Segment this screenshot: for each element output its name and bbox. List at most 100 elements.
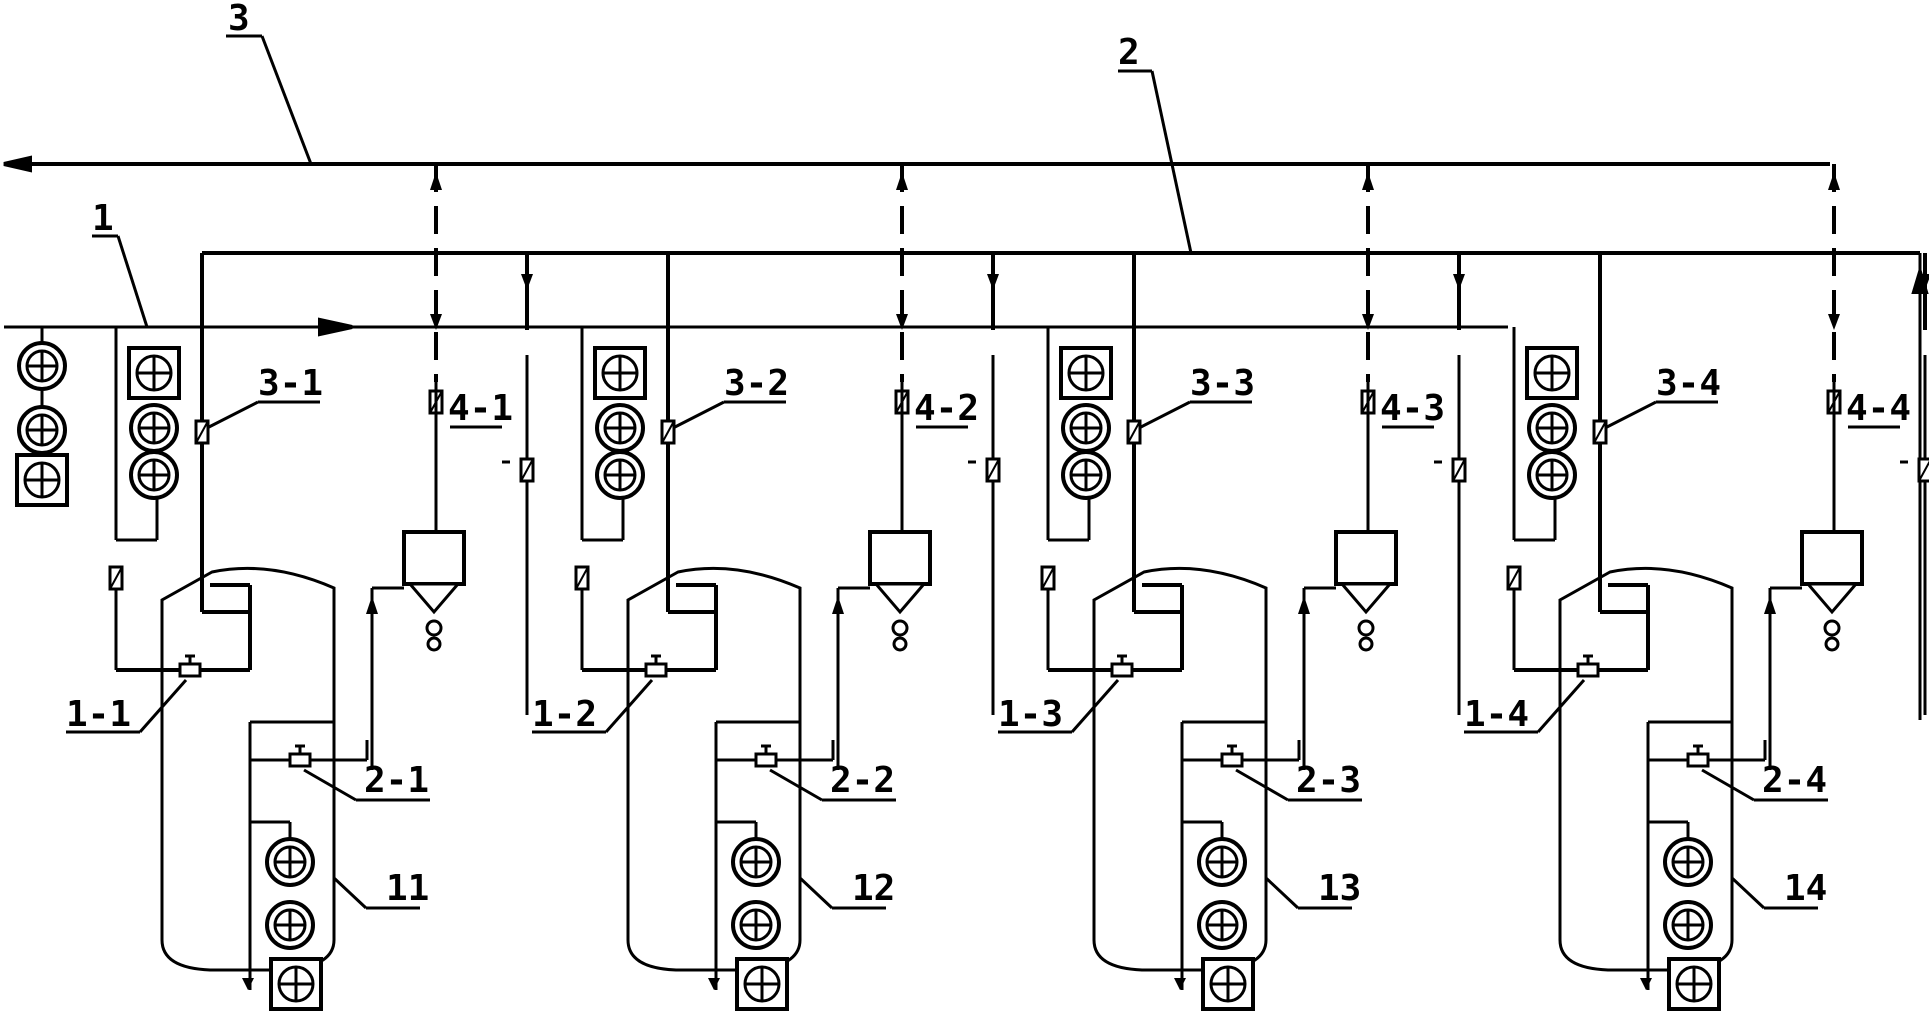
check-valve-icon [1451,457,1467,483]
hopper-icon [1800,530,1864,586]
header-2-label: 2 [1118,32,1140,73]
valve-2-leader [1701,768,1755,802]
instrument-circle-icon [129,450,179,500]
flow-arrow-icon [242,978,254,990]
vessel-leader [332,876,368,910]
instrument-circle-icon [265,837,315,887]
header-2-leader-diag [1150,70,1193,254]
hopper-cone [872,582,928,615]
hopper-outlet [1358,636,1374,652]
valve-2-label: 2-1 [364,760,429,801]
instrument-circle-icon [1663,837,1713,887]
instrument-square-icon [1525,346,1579,400]
valve-3-icon [660,419,676,445]
valve-3-icon [1592,419,1608,445]
instrument-square-icon [593,346,647,400]
check-valve-icon [1917,457,1929,483]
valve-1-label: 1-1 [66,694,131,735]
valve-3-leader [1138,400,1191,430]
instrument-circle-icon [595,450,645,500]
check-valve-icon [519,457,535,483]
hopper-cone [1804,582,1860,615]
valve-2-icon [754,744,778,768]
vessel-label: 11 [386,868,429,909]
valve-2-leader [769,768,823,802]
vessel-body [1092,566,1268,972]
check-valve-icon [108,565,124,591]
valve-1-icon [1576,654,1600,678]
flow-arrow-icon [987,274,999,290]
valve-2-icon [1220,744,1244,768]
instrument-square-icon [1059,346,1113,400]
valve-3-label: 3-2 [724,363,789,404]
flow-arrow-icon [896,172,908,190]
instrument-circle-icon [17,341,67,391]
flow-arrow-icon [1174,978,1186,990]
vessel-label: 13 [1318,868,1361,909]
hopper-outlet [426,636,442,652]
valve-3-leader [1604,400,1657,430]
vessel-leader [1730,876,1766,910]
valve-1-icon [1110,654,1134,678]
valve-2-label: 2-2 [830,760,895,801]
flow-arrow-icon [1298,596,1310,614]
instrument-square-icon [269,957,323,1011]
flow-arrow-icon [708,978,720,990]
valve-4-label: 4-3 [1380,388,1445,429]
valve-2-leader [1235,768,1289,802]
instrument-circle-icon [1527,403,1577,453]
flow-arrow-icon [1919,274,1929,290]
hopper-outlet [891,619,909,637]
instrument-circle-icon [1197,900,1247,950]
check-valve-icon [985,457,1001,483]
check-valve-icon [1040,565,1056,591]
hopper-cone [406,582,462,615]
valve-3-label: 3-3 [1190,363,1255,404]
valve-2-icon [1686,744,1710,768]
instrument-circle-icon [1663,900,1713,950]
vessel-label: 12 [852,868,895,909]
valve-2-label: 2-3 [1296,760,1361,801]
hopper-outlet [1357,619,1375,637]
valve-4-label: 4-4 [1846,388,1911,429]
hopper-outlet [1823,619,1841,637]
valve-3-leader [672,400,725,430]
flow-arrow-icon [521,274,533,290]
flow-arrow-icon [430,314,442,330]
hopper-icon [868,530,932,586]
valve-3-icon [194,419,210,445]
vessel-leader [1264,876,1300,910]
header-1-leader-diag [116,235,149,328]
flow-arrow-icon [1828,172,1840,190]
valve-4-label: 4-2 [914,388,979,429]
vessel-label: 14 [1784,868,1827,909]
instrument-circle-icon [1197,837,1247,887]
instrument-circle-icon [1527,450,1577,500]
instrument-circle-icon [129,403,179,453]
valve-1-label: 1-3 [998,694,1063,735]
instrument-square-icon [1667,957,1721,1011]
hopper-outlet [1824,636,1840,652]
instrument-circle-icon [17,405,67,455]
instrument-square-icon [127,346,181,400]
flow-arrow-icon [366,596,378,614]
valve-2-icon [288,744,312,768]
flow-arrow-icon [896,314,908,330]
flow-arrow-icon [318,317,353,337]
process-unit: 3-14-11-12-111 [66,164,535,1011]
instrument-circle-icon [1061,403,1111,453]
flow-arrow-icon [1453,274,1465,290]
instrument-circle-icon [265,900,315,950]
hopper-icon [402,530,466,586]
flow-arrow-icon [1764,596,1776,614]
valve-3-label: 3-4 [1656,363,1721,404]
valve-2-leader [303,768,357,802]
valve-3-label: 3-1 [258,363,323,404]
flow-arrow-icon [3,155,32,173]
vessel-body [160,566,336,972]
valve-3-icon [1126,419,1142,445]
hopper-cone [1338,582,1394,615]
header-3-leader-diag [260,35,313,165]
